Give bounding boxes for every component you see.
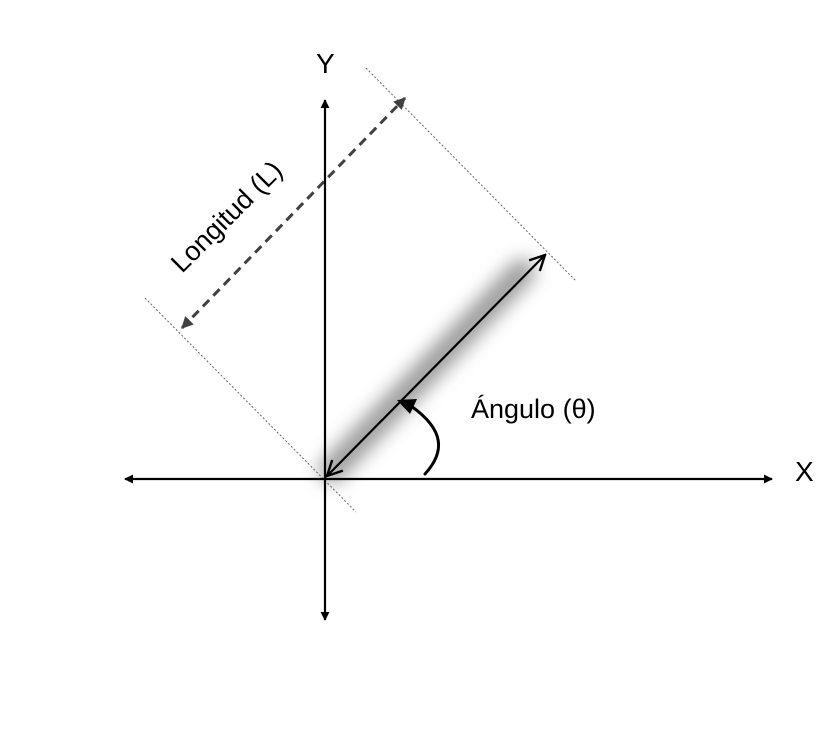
angle-indicator-icon (409, 404, 441, 476)
angle-indicator-arrowhead (397, 399, 417, 414)
vector-arrow (327, 255, 545, 476)
y-axis-label: Y (316, 48, 335, 79)
vector-shadow (319, 259, 535, 483)
length-label: Longitud (L) (165, 155, 288, 278)
x-axis-label: X (795, 456, 814, 487)
guide-line-tip (365, 67, 577, 282)
length-dimension-arrow (180, 96, 407, 330)
angle-label: Ángulo (θ) (471, 394, 596, 424)
